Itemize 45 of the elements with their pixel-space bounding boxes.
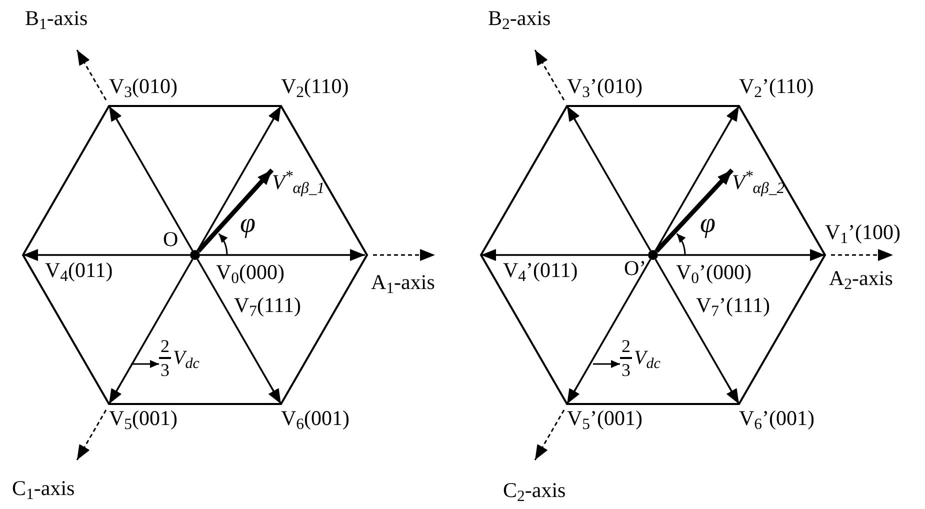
vector-label: V$_{2}$(110) [281, 76, 349, 106]
leader-arrow [131, 360, 159, 368]
fraction-denominator: 3 [160, 360, 170, 378]
vector-label: V$_{7}$(111) [234, 295, 301, 316]
axis-label: A$_{1}$-axis [371, 272, 435, 293]
vector-label: V$_{4}$’(011) [481, 255, 578, 281]
fraction-numerator: 2 [622, 337, 630, 355]
vector-label: V$_{5}$(001) [109, 404, 178, 429]
vector-label: V$_{3}$’(010) [567, 76, 643, 106]
vector-arrow [108, 258, 194, 404]
leader-arrow [593, 360, 620, 368]
vector-arrow [654, 258, 740, 404]
vector-arrow [481, 249, 648, 261]
vector-arrow [196, 168, 274, 253]
angle-label: φ [240, 210, 256, 238]
vector-label: V$_{5}$’(001) [567, 404, 643, 429]
axis-label: B$_{1}$-axis [25, 8, 88, 29]
angle-label: φ [700, 210, 716, 238]
voltage-symbol: V$_{dc}$ [173, 348, 200, 368]
vector-arrow [196, 258, 282, 404]
vector-label: V$_{3}$(010) [109, 76, 178, 106]
vector-label: V$_{2}$’(110) [739, 76, 814, 106]
vector-label: V$_{6}$(001) [281, 404, 350, 429]
fraction-denominator: 3 [622, 360, 630, 378]
vector-arrow [108, 106, 194, 252]
vector-arrow [566, 106, 652, 252]
vector-label: V$_{0}$(000) [216, 262, 285, 283]
vector-arrow [23, 249, 190, 261]
origin-label: O’ [624, 258, 646, 279]
vector-arrow [654, 168, 734, 253]
vector-arrow [658, 249, 825, 261]
axis-label: A$_{2}$-axis [829, 268, 893, 289]
vector-label: V$_{0}$’(000) [676, 262, 752, 283]
vector-label: V$_{4}$(011) [23, 255, 113, 281]
vector-label: V$_{1}$’(100) [825, 222, 901, 255]
vector-arrow [566, 258, 652, 404]
vector-label: V$_{6}$’(001) [739, 404, 815, 429]
fraction-numerator: 2 [160, 337, 170, 355]
axis-label: B$_{2}$-axis [488, 8, 551, 29]
voltage-symbol: V$_{dc}$ [634, 348, 660, 368]
vector-arrow [200, 249, 365, 261]
axis-label: C$_{1}$-axis [12, 478, 75, 499]
axis-label: C$_{2}$-axis [503, 480, 566, 501]
vector-label: V$_{7}$’(111) [696, 295, 770, 316]
origin-label: O [163, 229, 178, 250]
